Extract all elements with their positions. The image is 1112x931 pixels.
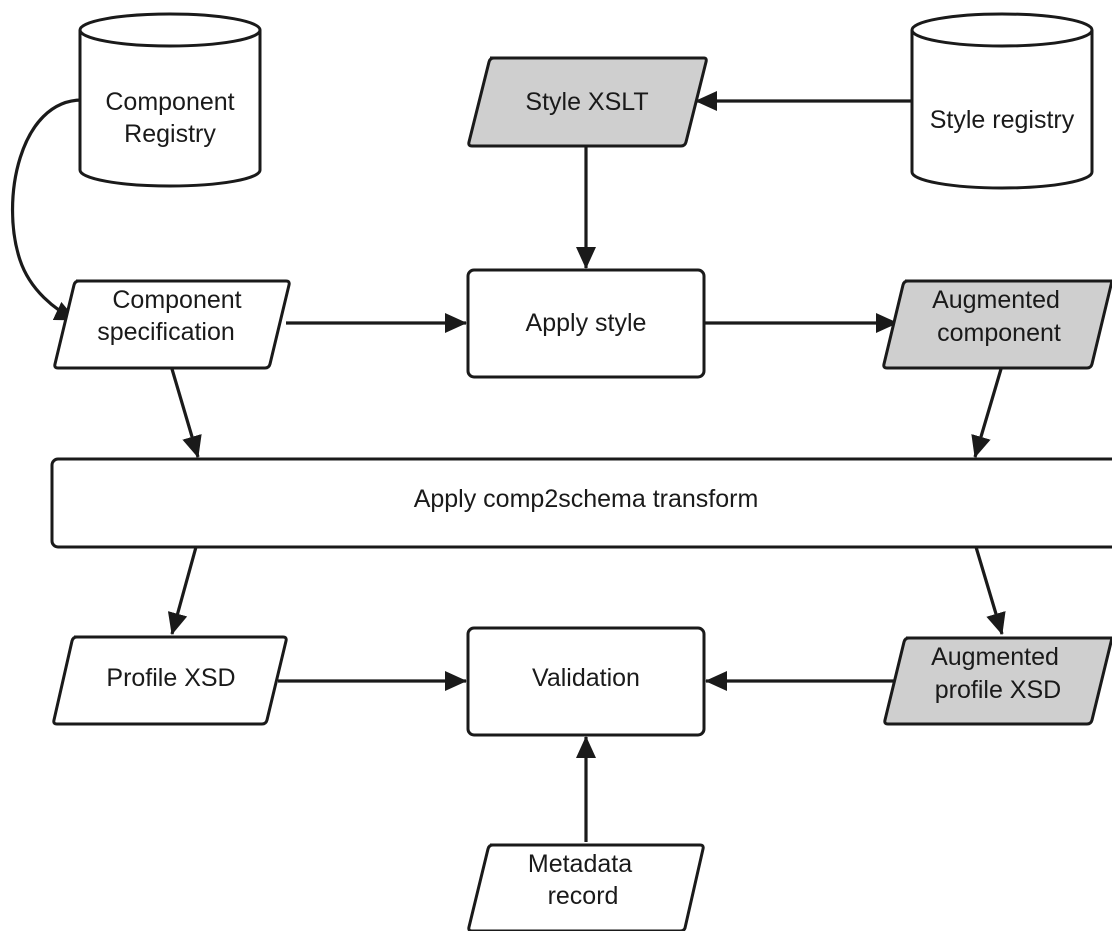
style-registry-node: Style registry [910,12,1094,190]
process-box [466,268,706,379]
style-xslt-label: Style XSLT [525,88,648,116]
metadata-record-node: Metadata record [467,843,705,931]
component-registry-label-2: Registry [124,120,216,148]
cylinder-top [910,12,1094,48]
parallelogram [467,843,705,931]
validation-label: Validation [532,664,640,692]
style-xslt-node: Style XSLT [467,56,708,148]
parallelogram [467,56,708,148]
edges [10,91,1006,842]
validation-node: Validation [466,626,706,737]
apply-comp2schema-node: Apply comp2schema transform [50,457,1112,549]
style-registry-label: Style registry [930,106,1075,134]
profile-xsd-node: Profile XSD [52,635,288,726]
augmented-profile-xsd-node: Augmented profile XSD [883,636,1112,726]
parallelogram [53,279,291,370]
cylinder-body [78,30,262,188]
profile-xsd-label: Profile XSD [106,664,235,692]
apply-style-node: Apply style [466,268,706,379]
component-registry-label-1: Component [105,88,234,116]
parallelogram [882,279,1112,370]
cylinder-top [78,12,262,48]
edge-comp2schema-to-profilexsd [167,546,198,635]
component-specification-label-2: specification [97,318,235,346]
augmented-component-label-2: component [937,319,1061,347]
edge-comp2schema-to-augprofile [974,546,1006,635]
apply-comp2schema-label: Apply comp2schema transform [414,485,759,513]
augmented-profile-xsd-label-1: Augmented [931,643,1059,671]
augmented-profile-xsd-label-2: profile XSD [935,676,1061,704]
process-box [50,457,1112,549]
parallelogram [52,635,288,726]
cylinder-body [910,30,1094,190]
process-box [466,626,706,737]
component-specification-label-1: Component [112,286,241,314]
metadata-record-label-2: record [548,882,619,910]
apply-style-label: Apply style [526,309,647,337]
edge-spec-to-comp2schema [170,368,202,458]
augmented-component-node: Augmented component [882,279,1112,370]
component-registry-node: Component Registry [78,12,262,188]
metadata-record-label-1: Metadata [528,850,632,878]
edge-augcomp-to-comp2schema [971,368,1003,458]
augmented-component-label-1: Augmented [932,286,1060,314]
component-specification-node: Component specification [53,279,291,370]
parallelogram [883,636,1112,726]
edge-registry-to-spec [10,98,83,322]
